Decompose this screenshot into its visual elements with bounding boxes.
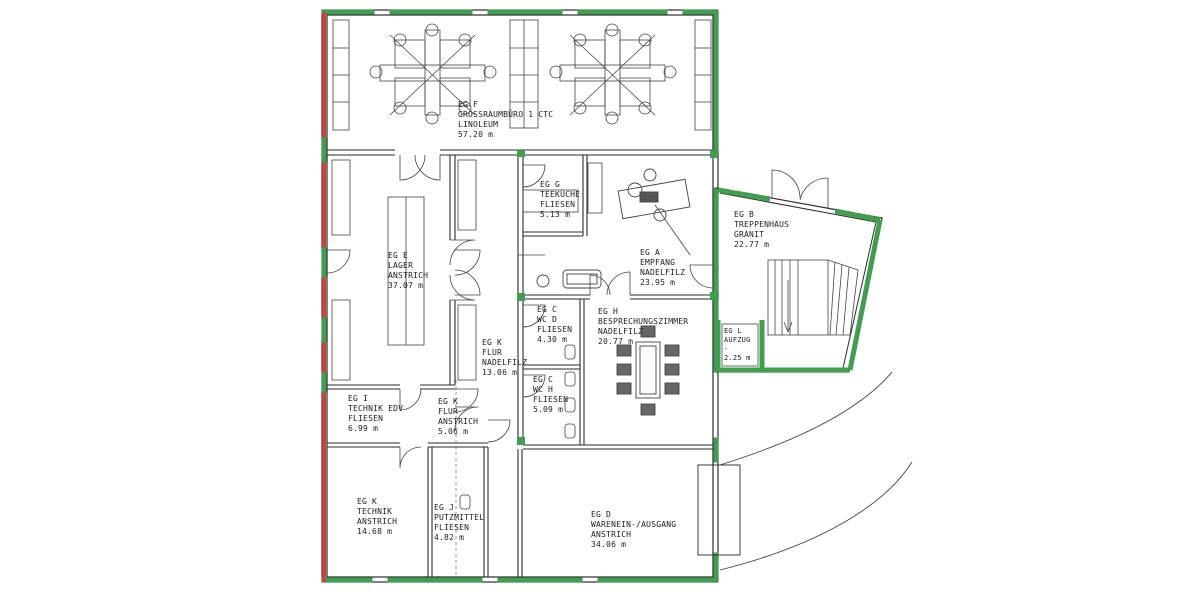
room-name: LAGER: [388, 261, 414, 270]
room-name: TECHNIK EDV: [348, 404, 404, 413]
room-code: EG J: [434, 503, 455, 512]
room-code: EG A: [640, 248, 661, 257]
kitchen-counter: [522, 162, 603, 214]
room-code: EG B: [734, 210, 755, 219]
room-material: FLIESEN: [434, 523, 470, 532]
storage-shelves: [331, 159, 477, 381]
room-area: 23.95 m: [640, 278, 676, 287]
room-material: NADELFILZ: [640, 268, 686, 277]
room-name: TREPPENHAUS: [734, 220, 790, 229]
room-material: FLIESEN: [537, 325, 573, 334]
room-code: EG L: [724, 327, 742, 335]
room-area: 14.68 m: [357, 527, 393, 536]
room-material: NADELFILZ: [598, 327, 644, 336]
room-material: FLIESEN: [540, 200, 576, 209]
room-label-eg-a: EG A EMPFANG NADELFILZ 23.95 m: [640, 248, 685, 288]
room-name: WC H: [533, 385, 554, 394]
room-label-eg-f: EG F GROSSRAUMBÜRO 1 CTC LINOLEUM 57.20 …: [458, 100, 553, 140]
room-material: NADELFILZ: [482, 358, 528, 367]
room-label-eg-g: EG G TEEKÜCHE FLIESEN 5.13 m: [540, 180, 580, 220]
room-label-eg-h: EG H BESPRECHUNGSZIMMER NADELFILZ 20.77 …: [598, 307, 688, 347]
room-code: EG H: [598, 307, 619, 316]
reception-sofa: [536, 269, 602, 289]
room-code: EG C: [533, 375, 554, 384]
room-code: EG C: [537, 305, 558, 314]
room-name: WARENEIN-/AUSGANG: [591, 520, 677, 529]
room-material: -: [724, 345, 729, 353]
room-area: 2.25 m: [724, 354, 751, 362]
room-label-eg-d: EG D WARENEIN-/AUSGANG ANSTRICH 34.06 m: [591, 510, 676, 550]
room-label-eg-j: EG J PUTZMITTEL FLIESEN 4.82 m: [434, 503, 484, 543]
room-name: AUFZUG: [724, 336, 751, 344]
desk-cluster-right: [549, 23, 677, 125]
wc-fixtures: [459, 344, 576, 510]
room-label-eg-i: EG I TECHNIK EDV FLIESEN 6.99 m: [348, 394, 403, 434]
interior-walls: [327, 149, 741, 577]
room-label-eg-c-wc-h: EG C WC H FLIESEN 5.09 m: [533, 375, 568, 415]
room-label-eg-l: EG L AUFZUG - 2.25 m: [724, 327, 751, 363]
room-area: 20.77 m: [598, 337, 634, 346]
room-area: 5.09 m: [533, 405, 564, 414]
room-label-eg-b: EG B TREPPENHAUS GRANIT 22.77 m: [734, 210, 789, 250]
room-area: 5.13 m: [540, 210, 571, 219]
office-cabinets: [332, 19, 712, 131]
room-name: FLUR: [438, 407, 459, 416]
exterior-arcs: [719, 371, 913, 571]
room-area: 34.06 m: [591, 540, 627, 549]
room-area: 5.06 m: [438, 427, 469, 436]
interior-piers: [517, 150, 718, 445]
room-area: 6.99 m: [348, 424, 379, 433]
room-material: GRANIT: [734, 230, 765, 239]
room-material: FLIESEN: [533, 395, 569, 404]
room-code: EG K: [357, 497, 378, 506]
room-name: TEEKÜCHE: [540, 190, 581, 199]
room-code: EG K: [438, 397, 459, 406]
room-code: EG E: [388, 251, 409, 260]
room-code: EG F: [458, 100, 479, 109]
room-name: WC D: [537, 315, 558, 324]
room-label-eg-k-flur: EG K FLUR NADELFILZ 13.06 m: [482, 338, 527, 378]
room-code: EG K: [482, 338, 503, 347]
room-code: EG I: [348, 394, 369, 403]
room-name: GROSSRAUMBÜRO 1 CTC: [458, 110, 554, 119]
staircase-walls: [715, 169, 883, 373]
room-material: FLIESEN: [348, 414, 384, 423]
meeting-table: [616, 325, 680, 416]
room-material: ANSTRICH: [591, 530, 632, 539]
room-material: ANSTRICH: [357, 517, 398, 526]
room-area: 4.30 m: [537, 335, 568, 344]
room-code: EG G: [540, 180, 561, 189]
room-area: 37.07 m: [388, 281, 424, 290]
room-material: LINOLEUM: [458, 120, 499, 129]
room-name: FLUR: [482, 348, 503, 357]
room-area: 4.82 m: [434, 533, 465, 542]
room-area: 57.20 m: [458, 130, 494, 139]
room-material: ANSTRICH: [438, 417, 479, 426]
room-code: EG D: [591, 510, 612, 519]
room-area: 13.06 m: [482, 368, 518, 377]
room-label-eg-e: EG E LAGER ANSTRICH 37.07 m: [388, 251, 428, 291]
desk-cluster-left: [369, 23, 497, 125]
room-label-eg-k-flur-2: EG K FLUR ANSTRICH 5.06 m: [438, 397, 478, 437]
room-name: TECHNIK: [357, 507, 393, 516]
room-name: EMPFANG: [640, 258, 676, 267]
room-name: BESPRECHUNGSZIMMER: [598, 317, 689, 326]
reception-desk: [617, 168, 691, 222]
door-swings: [326, 154, 714, 469]
room-name: PUTZMITTEL: [434, 513, 485, 522]
room-label-eg-c-wc-d: EG C WC D FLIESEN 4.30 m: [537, 305, 572, 345]
room-material: ANSTRICH: [388, 271, 429, 280]
room-label-eg-k-technik: EG K TECHNIK ANSTRICH 14.68 m: [357, 497, 397, 537]
room-area: 22.77 m: [734, 240, 770, 249]
